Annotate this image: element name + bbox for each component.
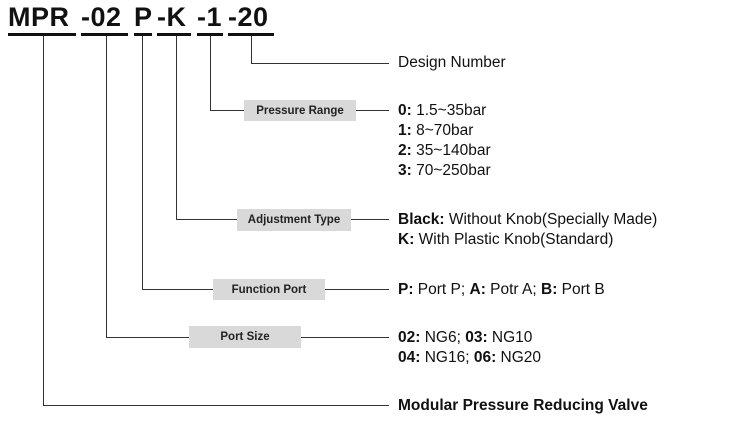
- leader-line: [43, 405, 389, 406]
- code-series: MPR: [8, 2, 70, 32]
- adjustment-type-badge: Adjustment Type: [237, 209, 351, 231]
- code-underline: [228, 33, 274, 36]
- leader-line: [142, 36, 143, 290]
- code-adjustment: -K: [157, 2, 187, 32]
- series-label: Modular Pressure Reducing Valve: [398, 397, 648, 414]
- leader-line: [251, 63, 389, 64]
- leader-line: [43, 36, 44, 406]
- code-underline: [157, 33, 191, 36]
- pressure-range-badge: Pressure Range: [244, 100, 356, 121]
- code-function-port: P: [134, 2, 153, 32]
- code-underline: [197, 33, 223, 36]
- adjustment-option: Black: Without Knob(Specially Made): [398, 211, 658, 228]
- leader-line: [176, 36, 177, 220]
- port-size-badge: Port Size: [189, 326, 301, 348]
- function-port-badge: Function Port: [213, 279, 325, 300]
- port-size-options: 02: NG6; 03: NG10 04: NG16; 06: NG20: [398, 328, 541, 368]
- code-pressure-range: -1: [197, 2, 223, 32]
- leader-line: [106, 36, 107, 338]
- pressure-option: 3: 70~250bar: [398, 162, 491, 179]
- pressure-option: 0: 1.5~35bar: [398, 102, 487, 119]
- port-size-row: 04: NG16; 06: NG20: [398, 349, 542, 366]
- code-underline: [134, 33, 152, 36]
- code-underline: [8, 33, 76, 36]
- code-port-size: -02: [81, 2, 122, 32]
- pressure-range-options: 0: 1.5~35bar 1: 8~70bar 2: 35~140bar 3: …: [398, 101, 491, 181]
- pressure-option: 1: 8~70bar: [398, 122, 474, 139]
- leader-line: [251, 36, 252, 64]
- pressure-option: 2: 35~140bar: [398, 142, 491, 159]
- code-design-number: -20: [228, 2, 269, 32]
- code-underline: [81, 33, 128, 36]
- adjustment-option: K: With Plastic Knob(Standard): [398, 231, 614, 248]
- leader-line: [210, 36, 211, 111]
- design-number-label: Design Number: [398, 54, 506, 71]
- port-size-row: 02: NG6; 03: NG10: [398, 329, 533, 346]
- function-port-options: P: Port P; A: Potr A; B: Port B: [398, 281, 605, 298]
- adjustment-type-options: Black: Without Knob(Specially Made) K: W…: [398, 210, 657, 250]
